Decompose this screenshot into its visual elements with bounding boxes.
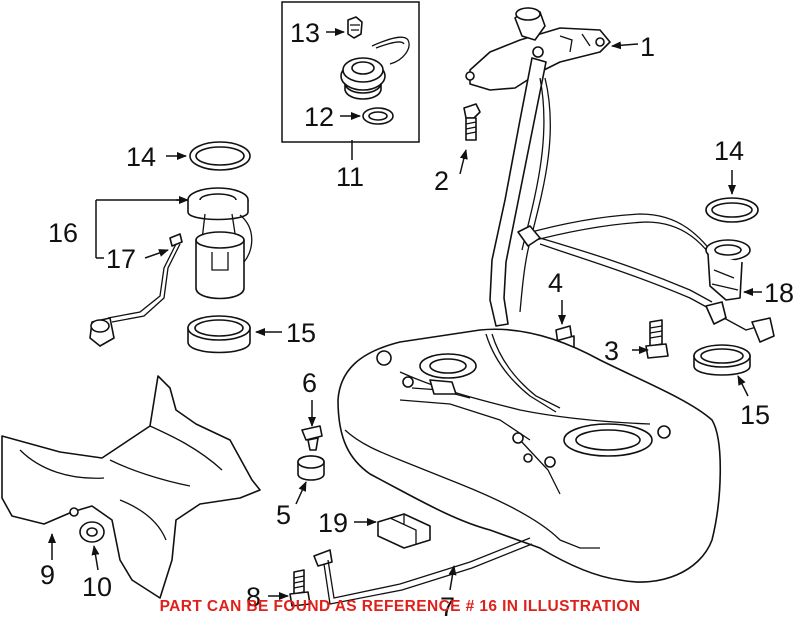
part-7-tank-strap — [313, 537, 533, 605]
detail-box-11 — [281, 1, 420, 143]
callout-11: 11 — [336, 162, 364, 192]
callout-4: 4 — [548, 268, 563, 298]
callout-10: 10 — [82, 572, 112, 602]
part-8-bolt — [289, 569, 311, 607]
callout-19: 19 — [318, 508, 348, 538]
callout-14-left: 14 — [126, 142, 156, 172]
part-16-fuel-pump-module — [187, 187, 253, 300]
callout-5: 5 — [276, 500, 291, 530]
part-9-heat-shield — [1, 375, 261, 599]
part-6-clip — [301, 425, 323, 451]
part-15-seal-left — [187, 315, 251, 354]
callout-2: 2 — [434, 166, 449, 196]
reference-note: PART CAN BE FOUND AS REFERENCE # 16 IN I… — [159, 598, 641, 615]
part-14-lock-ring-left — [189, 141, 251, 171]
callout-15-right: 15 — [740, 400, 770, 430]
callout-6: 6 — [302, 368, 317, 398]
leader-lines — [48, 28, 762, 600]
callout-18: 18 — [764, 278, 794, 308]
part-18-fuel-sender-unit — [517, 213, 775, 343]
callout-12: 12 — [304, 102, 334, 132]
callout-8: 8 — [246, 582, 261, 612]
part-15-seal-right — [693, 344, 751, 376]
part-17-level-sender — [89, 233, 183, 347]
callout-9: 9 — [40, 560, 55, 590]
fuel-tank — [337, 328, 722, 583]
callout-1: 1 — [640, 32, 655, 62]
part-1-filler-neck — [465, 7, 611, 327]
part-5-grommet — [297, 455, 325, 481]
callout-14-right: 14 — [714, 136, 744, 166]
callout-7: 7 — [440, 592, 455, 622]
callout-15-left: 15 — [286, 318, 316, 348]
part-19-bracket — [377, 513, 431, 549]
part-3-bolt — [645, 319, 669, 359]
part-2-bolt — [463, 103, 481, 141]
callout-13: 13 — [290, 18, 320, 48]
part-13-vent-valve — [347, 16, 363, 39]
callout-3: 3 — [604, 336, 619, 366]
part-14-lock-ring-right — [705, 197, 759, 223]
part-12-seal-ring — [362, 107, 394, 125]
callout-16: 16 — [48, 218, 78, 248]
part-10-nut — [79, 521, 105, 543]
part-11-filler-cap-assembly — [340, 36, 410, 100]
callout-17: 17 — [106, 244, 136, 274]
